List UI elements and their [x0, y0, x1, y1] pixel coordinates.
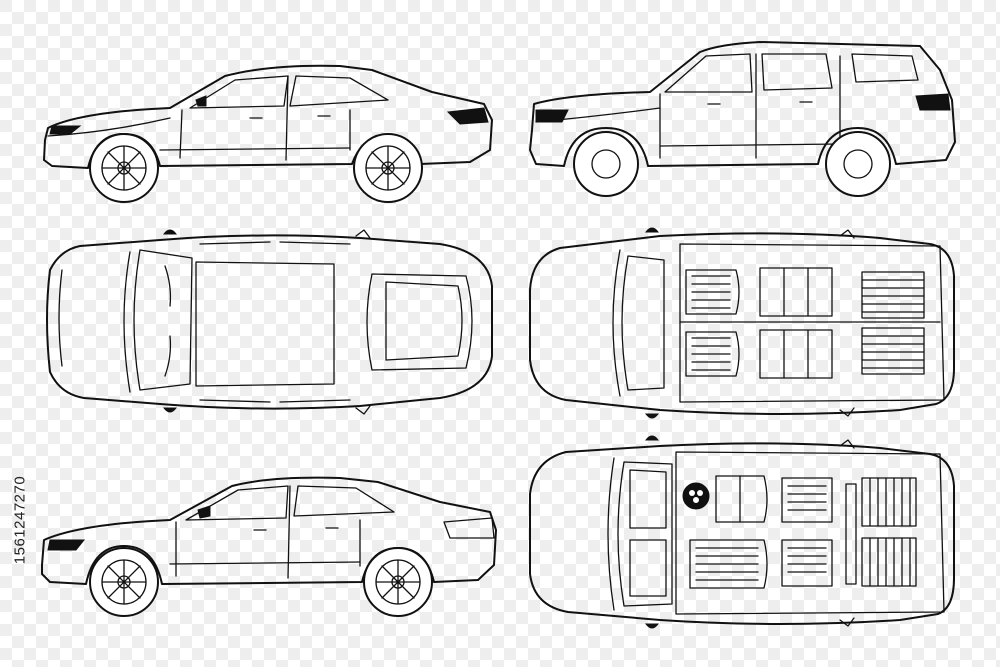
sedan-side-view-lower: [41, 476, 497, 617]
suv-side-view: [529, 41, 956, 197]
suv-top-view-interior: [529, 227, 955, 419]
stock-id-text: 1561247270: [11, 475, 29, 565]
sedan-top-view: [46, 229, 493, 415]
sedan-side-view-left: [43, 64, 493, 203]
minivan-top-view-interior: [529, 435, 955, 629]
stock-id-label: 1561247270: [8, 430, 32, 610]
